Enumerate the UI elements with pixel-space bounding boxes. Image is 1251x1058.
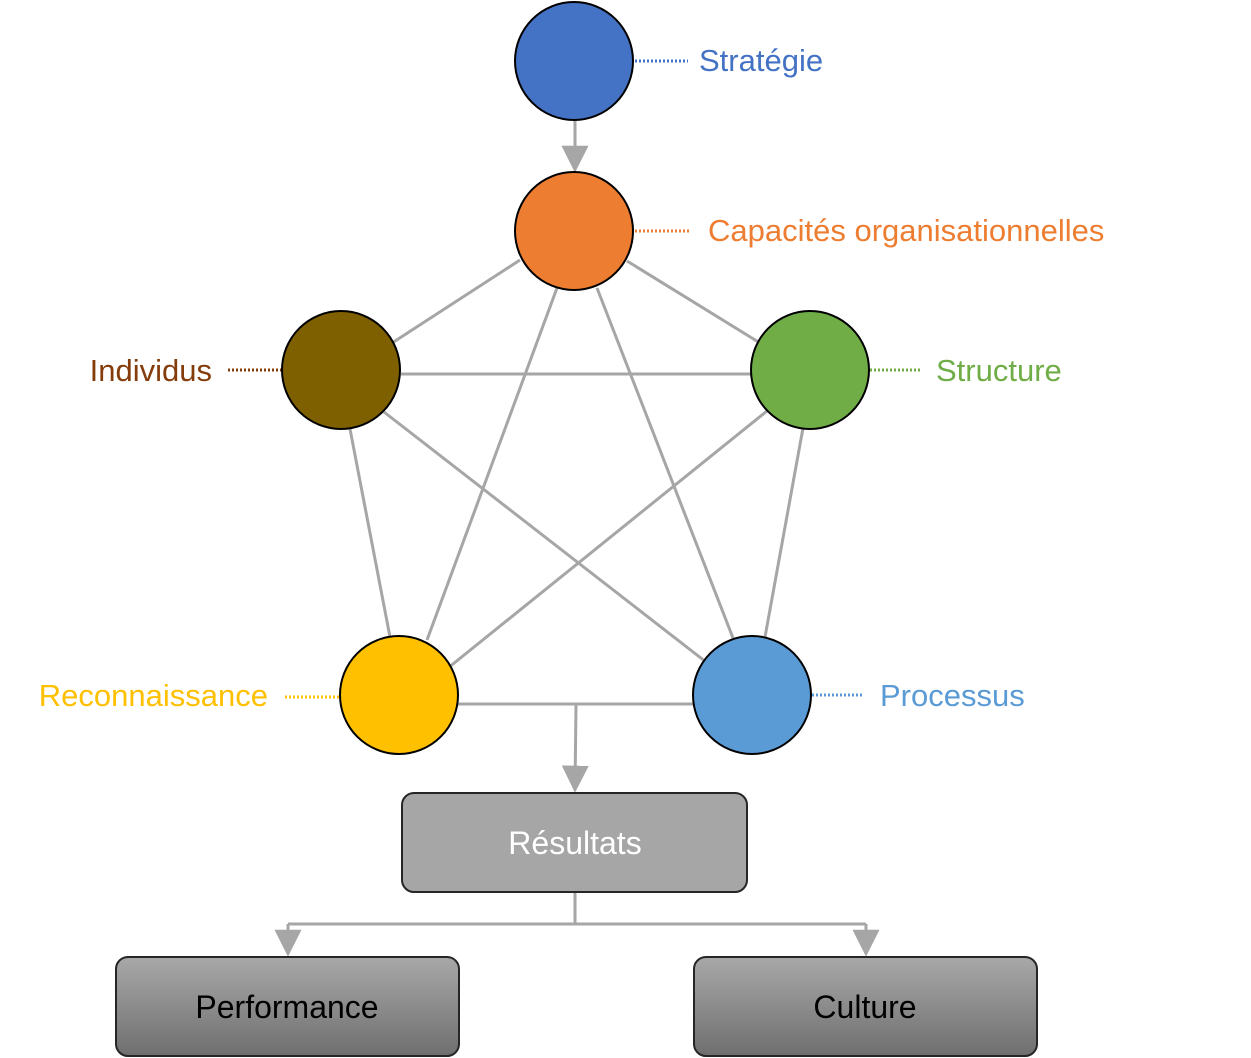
resultats-box	[401, 792, 748, 893]
label-reconnaissance: Reconnaissance	[39, 678, 268, 713]
node-individus-circle	[281, 310, 401, 430]
label-processus: Processus	[880, 678, 1025, 713]
edge-individus-processus	[383, 410, 707, 664]
resultats-label: Résultats	[508, 825, 641, 861]
arrow-to-resultats	[561, 703, 589, 793]
label-structure: Structure	[936, 353, 1062, 388]
culture-box	[693, 956, 1038, 1057]
connector-lines	[348, 258, 805, 706]
culture-label: Culture	[813, 989, 916, 1025]
label-capacites: Capacités organisationnelles	[708, 213, 1104, 248]
edge-capacites-processus	[595, 287, 735, 639]
performance-box	[115, 956, 460, 1057]
label-leaders	[228, 59, 922, 699]
node-processus-circle	[692, 635, 812, 755]
node-strategie-circle	[514, 1, 634, 121]
node-capacites-circle	[514, 171, 634, 291]
edge-individus-reconnaissance	[348, 428, 392, 638]
edge-structure-reconnaissance	[447, 409, 768, 670]
edge-capacites-structure	[626, 259, 761, 345]
node-reconnaissance-circle	[339, 635, 459, 755]
label-strategie: Stratégie	[699, 43, 823, 78]
edge-capacites-individus	[391, 258, 521, 345]
branch-connector	[274, 893, 880, 957]
performance-label: Performance	[195, 989, 378, 1025]
node-structure-circle	[750, 310, 870, 430]
edge-capacites-reconnaissance	[425, 287, 559, 641]
edge-structure-processus	[763, 427, 805, 638]
label-individus: Individus	[90, 353, 212, 388]
